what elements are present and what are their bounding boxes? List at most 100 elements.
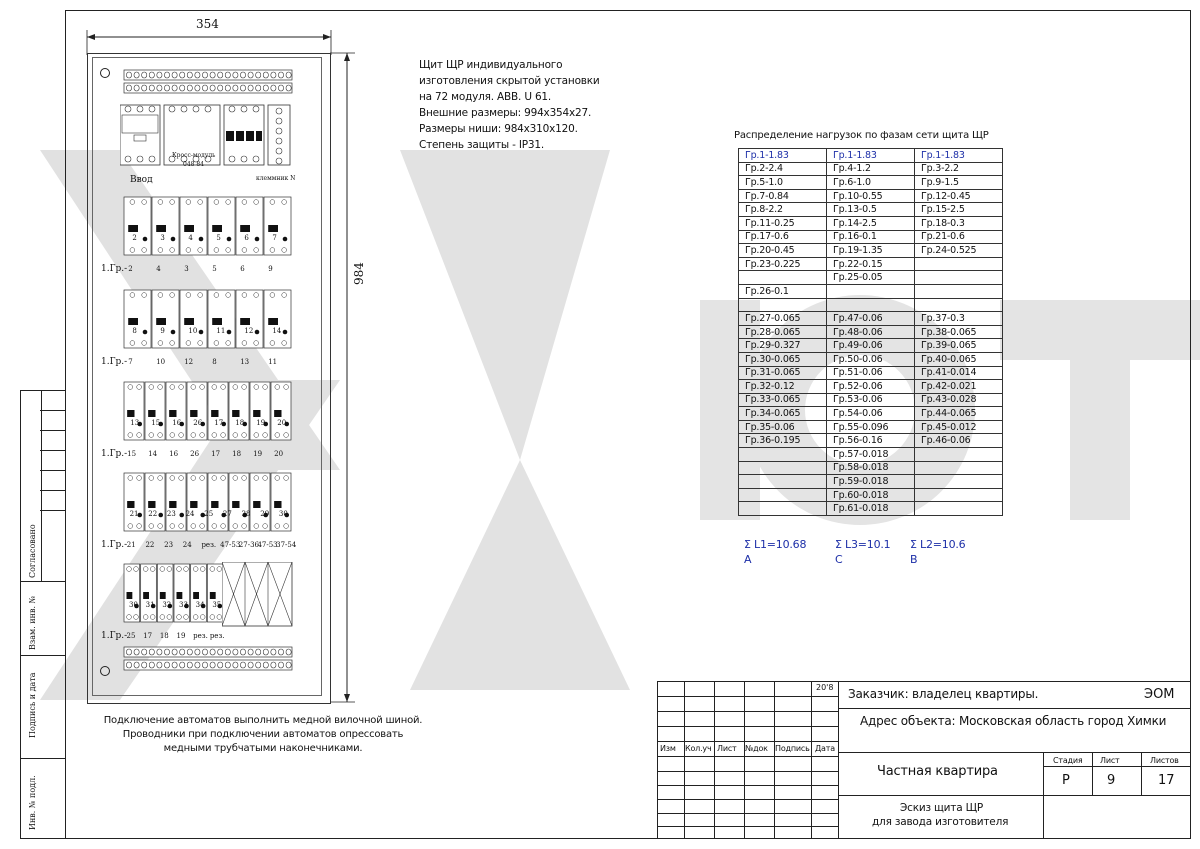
table-cell <box>914 474 1003 489</box>
circuit-breaker <box>123 472 145 532</box>
blank-slots <box>222 562 293 627</box>
table-cell: Гр.40-0.065 <box>914 351 1003 367</box>
circuit-breaker <box>228 472 250 532</box>
terminal-screw <box>126 648 132 656</box>
table-cell: Гр.46-0.06 <box>914 433 1003 449</box>
table-cell: Гр.24-0.525 <box>914 243 1003 258</box>
terminal-screw <box>186 661 193 669</box>
table-header-row: Гр.1-1.83 Гр.1-1.83 Гр.1-1.83 <box>738 148 1003 163</box>
table-cell <box>914 283 1003 299</box>
terminal-screw <box>194 661 201 669</box>
table-cell: Гр.47-0.06 <box>826 311 915 326</box>
table-row: Гр.57-0.018 <box>738 447 1003 462</box>
table-cell: Гр.6-1.0 <box>826 175 915 190</box>
tb-col-kol: Кол.уч <box>685 744 712 753</box>
switchboard-inner <box>92 57 322 696</box>
terminal-screw <box>156 661 163 669</box>
table-cell: Гр.53-0.06 <box>826 392 915 408</box>
table-cell: Гр.22-0.15 <box>826 256 915 272</box>
table-cell <box>914 297 1003 313</box>
sum-l1: Σ L1=10.68 A <box>744 537 806 567</box>
terminal-screw <box>133 71 140 79</box>
table-cell: Гр.44-0.065 <box>914 406 1003 421</box>
group-number: 13 <box>240 358 250 366</box>
header-cell: Гр.1-1.83 <box>914 148 1003 163</box>
terminal-screw <box>247 84 254 92</box>
group-number: 16 <box>169 450 179 458</box>
table-cell: Гр.57-0.018 <box>826 447 915 462</box>
terminal-screw <box>141 84 148 92</box>
circuit-breaker <box>156 563 174 623</box>
group-number: 17 <box>211 450 221 458</box>
terminal-screw <box>224 84 231 92</box>
table-cell <box>914 447 1003 462</box>
terminal-screw <box>224 661 231 669</box>
breaker-number: 17 <box>214 419 224 427</box>
breaker-number: 32 <box>162 601 172 609</box>
breaker-number: 18 <box>235 419 245 427</box>
table-cell <box>738 270 827 285</box>
switchboard-outline <box>87 53 331 704</box>
terminal-screw <box>240 648 246 656</box>
group-number: 24 <box>182 541 192 549</box>
breaker-number: 4 <box>188 234 193 242</box>
circuit-breaker <box>235 196 264 256</box>
terminal-screw <box>133 661 140 669</box>
tb-customer: Заказчик: владелец квартиры. <box>848 687 1039 701</box>
terminal-screw <box>194 84 201 92</box>
terminal-screw <box>270 84 277 92</box>
terminal-screw <box>126 661 132 669</box>
breaker-number: 33 <box>179 601 188 609</box>
terminal-screw <box>186 84 193 92</box>
table-cell: Гр.42-0.021 <box>914 379 1003 394</box>
breaker-number: 14 <box>272 327 282 335</box>
group-label: 1.Гр.- <box>101 540 128 550</box>
side-divider <box>41 391 42 581</box>
table-cell: Гр.14-2.5 <box>826 215 915 231</box>
table-cell: Гр.20-0.45 <box>738 243 827 258</box>
group-number: 11 <box>268 358 278 366</box>
circuit-breaker <box>207 472 229 532</box>
terminal-screw <box>186 71 193 79</box>
side-stamp <box>20 390 66 839</box>
table-cell: Гр.39-0.065 <box>914 338 1003 353</box>
tb-sheets: 17 <box>1158 773 1175 788</box>
group-number: 3 <box>184 265 189 273</box>
side-label-inv-replace: Взам. инв. № <box>28 595 37 650</box>
terminal-screw <box>217 84 224 92</box>
terminal-screw <box>164 84 170 92</box>
breaker-number: 21 <box>129 510 139 518</box>
terminal-screw <box>202 71 208 79</box>
group-number: 25 <box>126 632 136 640</box>
table-cell: Гр.48-0.06 <box>826 324 915 340</box>
breaker-number: 19 <box>256 419 266 427</box>
group-number: 23 <box>164 541 174 549</box>
terminal-screw <box>217 71 224 79</box>
table-row: Гр.60-0.018 <box>738 487 1003 503</box>
breaker-row-graphic <box>123 289 292 349</box>
table-cell: Гр.60-0.018 <box>826 487 915 503</box>
terminal-screw <box>278 84 284 92</box>
terminal-screw <box>133 84 140 92</box>
group-number: 19 <box>253 450 263 458</box>
table-cell: Гр.34-0.065 <box>738 406 827 421</box>
tb-doc-title-2: для завода изготовителя <box>872 816 1009 828</box>
group-number: 15 <box>127 450 137 458</box>
tb-doc-title-1: Эскиз щита ЩР <box>900 802 984 814</box>
terminal-screw <box>240 71 246 79</box>
circuit-breaker <box>179 196 208 256</box>
breaker-number: 11 <box>216 327 226 335</box>
side-label-signature: Подпись и дата <box>28 672 37 738</box>
mount-hole-top <box>100 68 110 78</box>
table-cell: Гр.51-0.06 <box>826 365 915 381</box>
terminal-screw <box>217 661 224 669</box>
terminal-screw <box>156 84 163 92</box>
table-cell: Гр.15-2.5 <box>914 202 1003 217</box>
table-cell: Гр.43-0.028 <box>914 392 1003 408</box>
table-cell: Гр.58-0.018 <box>826 460 915 476</box>
terminal-screw <box>255 71 262 79</box>
circuit-breaker <box>123 196 152 256</box>
vvod-label: Ввод <box>130 175 153 185</box>
